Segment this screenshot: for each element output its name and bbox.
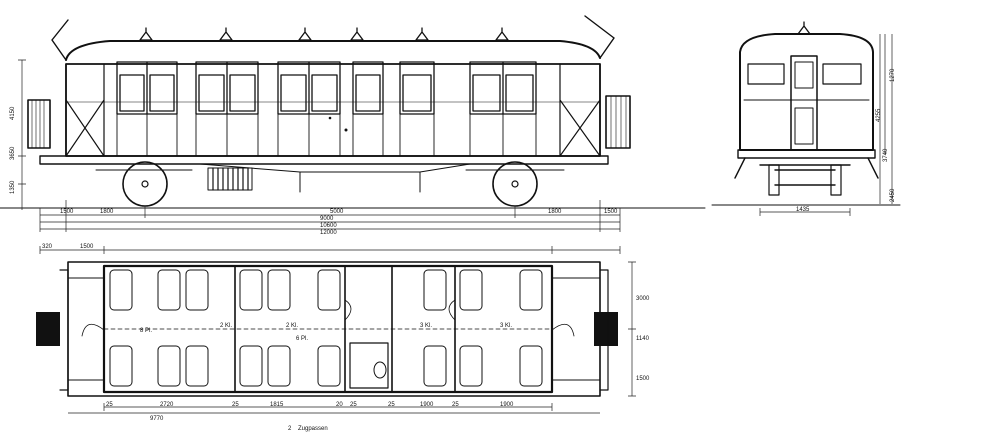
class-label-4: 3 Kl. — [500, 323, 512, 329]
height-mark-3: 1350 — [10, 180, 16, 194]
underframe — [39, 155, 609, 165]
seats-bottom — [109, 345, 543, 387]
plan-top-dim-1: 320 — [42, 244, 53, 250]
end-view: 4255 3740 2450 1270 1435 — [711, 21, 901, 216]
dim-overall-3: 12000 — [320, 230, 337, 236]
class-label-1: 2 Kl. — [220, 323, 232, 329]
plan-right-dim-1: 3000 — [636, 296, 650, 302]
left-platform — [65, 63, 105, 157]
plan-bottom-dim-7: 25 — [388, 402, 395, 408]
end-gauge: 1435 — [796, 207, 810, 213]
left-wheel — [122, 161, 168, 207]
seat-count-1: 8 Pl. — [140, 328, 152, 334]
end-body — [739, 33, 874, 151]
toilet-compartment — [349, 342, 389, 389]
right-platform — [559, 63, 601, 157]
right-buffer — [605, 95, 631, 149]
plan-bottom-dim-8: 1900 — [420, 402, 434, 408]
roof-lamp-icons — [139, 27, 509, 41]
caption-prefix: 2 — [288, 426, 292, 432]
roof-outline — [65, 40, 601, 61]
plan-bottom-dim-10: 1900 — [500, 402, 514, 408]
seat-count-2: 6 Pl. — [296, 336, 308, 342]
plan-top-dim-2: 1500 — [80, 244, 94, 250]
plan-right-dim-3: 1500 — [636, 376, 650, 382]
class-label-2: 2 Kl. — [286, 323, 298, 329]
end-height-3: 2450 — [890, 188, 896, 202]
plan-bottom-dim-9: 25 — [452, 402, 459, 408]
plan-bottom-dim-3: 25 — [232, 402, 239, 408]
dim-end-right: 1500 — [604, 209, 618, 215]
plan-caption: Zugpassen — [298, 426, 328, 432]
end-lamp-icon — [797, 21, 811, 35]
dim-end-left: 1500 — [60, 209, 74, 215]
dim-part-right: 1800 — [548, 209, 562, 215]
side-dimensions: 1500 1800 9000 10600 12000 5000 1800 150… — [10, 59, 621, 236]
dim-part-middle: 5000 — [330, 209, 344, 215]
dim-part-left: 1800 — [100, 209, 114, 215]
dim-overall-2: 10600 — [320, 223, 337, 229]
plan-view: 2 Kl. 2 Kl. 3 Kl. 3 Kl. 8 Pl. 6 Pl. 320 … — [36, 244, 650, 432]
car-body — [65, 63, 601, 157]
plan-bottom-dim-4: 1815 — [270, 402, 284, 408]
panel-lines — [116, 113, 537, 157]
battery-box — [207, 167, 253, 191]
height-mark-1: 4150 — [10, 106, 16, 120]
plan-bottom-dim-1: 25 — [106, 402, 113, 408]
dim-overall-1: 9000 — [320, 216, 334, 222]
end-height-2: 3740 — [883, 148, 889, 162]
seats-top — [109, 269, 543, 311]
height-mark-2: 3650 — [10, 146, 16, 160]
plan-bottom-dim-2: 2720 — [160, 402, 174, 408]
right-wheel — [492, 161, 538, 207]
end-window-left — [747, 63, 785, 85]
roof-end-canopies — [51, 15, 615, 61]
right-buffer-beam — [594, 312, 618, 346]
plan-bottom-dim-5: 20 — [336, 402, 343, 408]
side-view: 1500 1800 9000 10600 12000 5000 1800 150… — [0, 15, 706, 236]
plan-overall-dim: 9770 — [150, 416, 164, 422]
end-window-right — [822, 63, 862, 85]
end-height-4: 1270 — [890, 68, 896, 82]
left-buffer-beam — [36, 312, 60, 346]
class-label-3: 3 Kl. — [420, 323, 432, 329]
left-buffer — [27, 99, 51, 149]
side-windows — [116, 61, 537, 115]
plan-bottom-dim-6: 25 — [350, 402, 357, 408]
end-height-1: 4255 — [876, 108, 882, 122]
plan-right-dim-2: 1140 — [636, 336, 650, 342]
